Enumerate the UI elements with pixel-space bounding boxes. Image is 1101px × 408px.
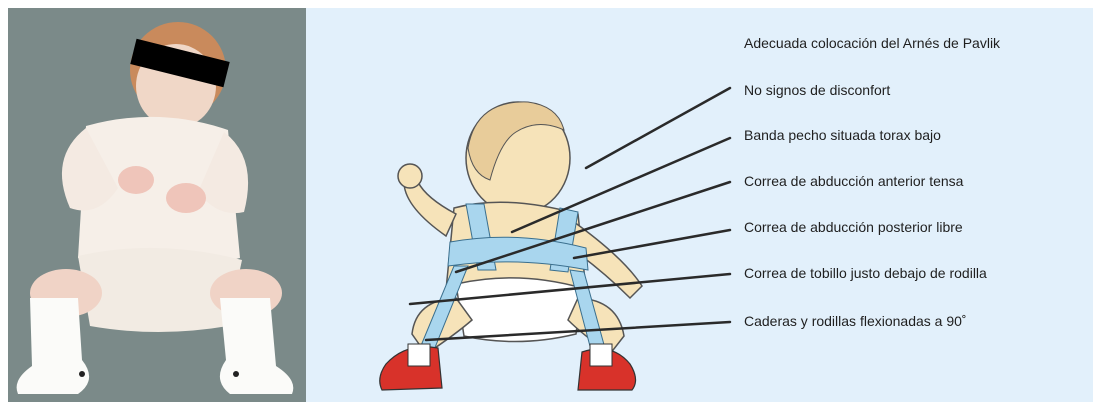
label-anterior-abduction-strap: Correa de abducción anterior tensa — [744, 172, 963, 190]
label-posterior-abduction-strap: Correa de abducción posterior libre — [744, 218, 963, 236]
leader-line-no-disconfort — [586, 88, 730, 168]
illustration-left-arm — [404, 182, 456, 236]
infant-left-hand — [118, 166, 154, 194]
infant-photo — [8, 8, 306, 402]
left-shoe-laces — [408, 344, 430, 366]
left-boot-button — [79, 371, 85, 377]
infant-illustration — [306, 8, 1093, 402]
right-boot-button — [233, 371, 239, 377]
infant-photo-panel — [8, 8, 306, 402]
infant-right-hand — [166, 183, 206, 213]
label-correct-placement: Adecuada colocación del Arnés de Pavlik — [744, 34, 1000, 52]
right-shoe-laces — [590, 344, 612, 366]
label-hips-knees-flexed: Caderas y rodillas flexionadas a 90˚ — [744, 312, 967, 330]
infant-right-boot — [220, 298, 293, 394]
label-chest-band: Banda pecho situada torax bajo — [744, 126, 941, 144]
label-ankle-strap: Correa de tobillo justo debajo de rodill… — [744, 264, 987, 282]
label-no-discomfort: No signos de disconfort — [744, 81, 890, 99]
infant-left-boot — [17, 298, 89, 394]
illustration-left-hand — [398, 164, 422, 188]
harness-diagram-panel: Adecuada colocación del Arnés de Pavlik … — [306, 8, 1093, 402]
